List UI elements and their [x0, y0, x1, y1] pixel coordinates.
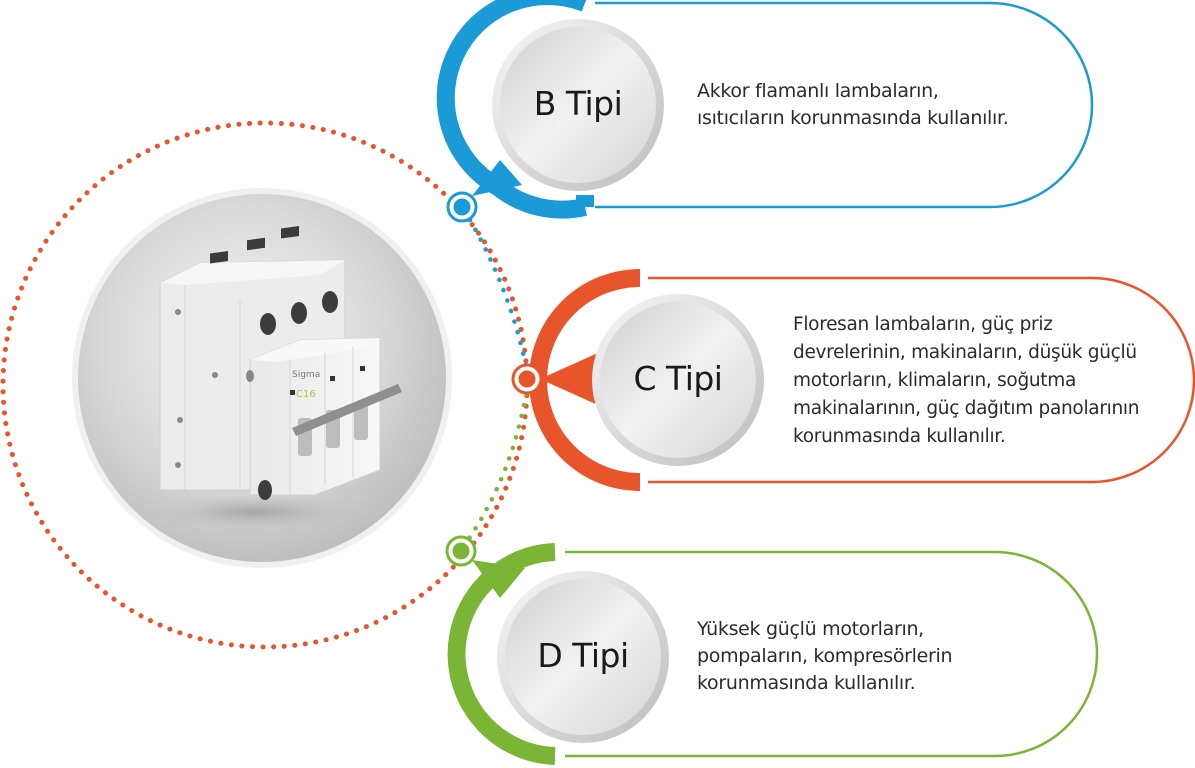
description-line: ısıtıcıların korunmasında kullanılır. — [697, 107, 1009, 129]
d-type-group — [445, 535, 1099, 765]
d-type-label: D Tipi — [537, 636, 629, 675]
svg-text:C16: C16 — [296, 389, 316, 400]
c-type-label: C Tipi — [633, 359, 723, 398]
description-line: makinalarının, güç dağıtım panolarının — [793, 398, 1140, 419]
b-type-label: B Tipi — [533, 84, 623, 123]
svg-text:Sigma: Sigma — [292, 370, 320, 380]
b-badge — [500, 27, 656, 183]
c-badge — [600, 302, 756, 458]
d-badge — [505, 579, 661, 735]
b-pill-outline — [595, 1, 1094, 209]
connector-blue-dots — [467, 217, 529, 369]
c-type-group — [511, 269, 1195, 491]
circuit-breaker-image: Sigma C16 — [159, 225, 402, 500]
description-line: motorların, klimaların, soğutma — [793, 370, 1077, 391]
c-pill-outline — [648, 276, 1195, 484]
description-line: korunmasında kullanılır. — [697, 672, 916, 694]
d-type-description: Yüksek güçlü motorların, pompaların, kom… — [697, 616, 953, 697]
c-type-description: Floresan lambaların, güç priz devrelerin… — [793, 311, 1139, 451]
d-pill-outline — [565, 550, 1099, 758]
description-line: Yüksek güçlü motorların, — [697, 618, 924, 640]
b-type-description: Akkor flamanlı lambaların, ısıtıcıların … — [697, 78, 1009, 132]
description-line: Akkor flamanlı lambaların, — [697, 80, 939, 102]
b-type-group — [436, 0, 1094, 223]
description-line: devrelerinin, makinaların, düşük güçlü — [793, 342, 1137, 363]
description-line: korunmasında kullanılır. — [793, 426, 1006, 447]
connector-green-dots — [465, 391, 529, 543]
description-line: Floresan lambaların, güç priz — [793, 314, 1053, 335]
product-shadow — [155, 494, 355, 530]
description-line: pompaların, kompresörlerin — [697, 645, 953, 667]
